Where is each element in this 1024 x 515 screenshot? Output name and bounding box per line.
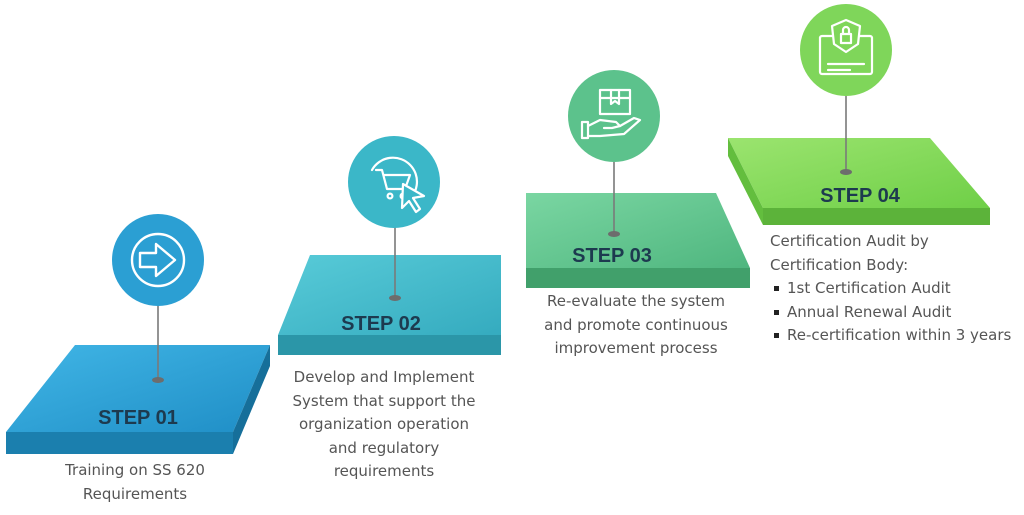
step-02-label: STEP 02 bbox=[341, 313, 421, 335]
shield-certificate-icon bbox=[818, 18, 874, 76]
step-02-desc-line: requirements bbox=[333, 462, 435, 480]
pin-01 bbox=[152, 300, 164, 383]
arrow-right-icon bbox=[130, 232, 186, 288]
step-01-icon-circle bbox=[112, 214, 204, 306]
step-03-platform bbox=[526, 193, 750, 288]
step-02-desc-line: Develop and Implement bbox=[293, 368, 475, 386]
step-02-desc-line: System that support the bbox=[292, 391, 476, 410]
step-02-desc-line: organization operation bbox=[298, 415, 470, 433]
cart-cursor-icon bbox=[370, 156, 426, 214]
box-hand-icon bbox=[580, 88, 642, 140]
step-04-description: Certification Audit by Certification Bod… bbox=[770, 230, 1020, 348]
step-01-description: Training on SS 620 Requirements bbox=[20, 459, 250, 506]
step-04-label: STEP 04 bbox=[820, 185, 901, 207]
step-03-description: Re-evaluate the system and promote conti… bbox=[516, 290, 756, 361]
step-01-label: STEP 01 bbox=[98, 407, 178, 429]
bullet-item: Annual Renewal Audit bbox=[770, 301, 1020, 325]
step-02-icon-circle bbox=[348, 136, 440, 228]
bullet-item: 1st Certification Audit bbox=[770, 277, 1020, 301]
bullet-item: Re-certification within 3 years bbox=[770, 324, 1020, 348]
step-04-desc-line: Certification Audit by bbox=[770, 232, 929, 250]
step-03-icon-circle bbox=[568, 70, 660, 162]
step-02-description: Develop and Implement System that suppor… bbox=[264, 366, 504, 484]
pin-02 bbox=[389, 225, 401, 301]
step-04-icon-circle bbox=[800, 4, 892, 96]
pin-04 bbox=[840, 96, 852, 175]
step-01-desc-line: Training on SS 620 bbox=[65, 461, 205, 479]
step-02-platform bbox=[278, 255, 501, 355]
step-03-desc-line: and promote continuous bbox=[544, 315, 728, 334]
step-03-label: STEP 03 bbox=[572, 245, 652, 267]
step-04-bullet-list: 1st Certification Audit Annual Renewal A… bbox=[770, 277, 1020, 348]
pin-03 bbox=[608, 162, 620, 237]
step-01-platform bbox=[6, 345, 270, 454]
step-03-desc-line: improvement process bbox=[554, 339, 718, 357]
step-04-platform bbox=[728, 138, 990, 225]
step-04-desc-line: Certification Body: bbox=[770, 255, 909, 274]
step-01-desc-line: Requirements bbox=[82, 484, 188, 503]
step-03-desc-line: Re-evaluate the system bbox=[546, 292, 726, 310]
step-02-desc-line: and regulatory bbox=[328, 438, 440, 457]
